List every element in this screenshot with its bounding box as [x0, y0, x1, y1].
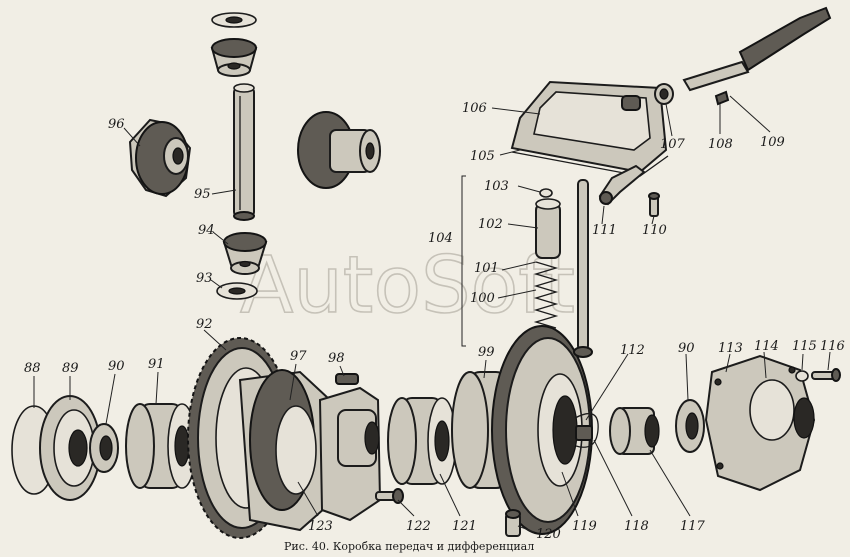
differential-case [238, 369, 336, 532]
callout-93: 93 [196, 271, 213, 286]
callout-119: 119 [572, 519, 597, 534]
top-pinion-gear [210, 12, 258, 77]
callout-92: 92 [196, 317, 213, 332]
callout-115: 115 [792, 339, 817, 354]
lower-pinion-gear [222, 232, 268, 275]
callout-112: 112 [620, 343, 645, 358]
callout-89: 89 [62, 361, 79, 376]
callout-95: 95 [194, 187, 211, 202]
callout-97: 97 [290, 349, 307, 364]
figure-caption: Рис. 40. Коробка передач и дифференциал [284, 540, 534, 553]
left-side-gear [128, 118, 192, 198]
callout-109: 109 [760, 135, 785, 150]
end-cover-114 [704, 354, 816, 492]
right-side-gear [297, 111, 381, 189]
shift-cover-106 [510, 80, 668, 174]
callout-105: 105 [470, 149, 495, 164]
spring-100 [533, 261, 559, 329]
callout-110: 110 [642, 223, 667, 238]
roller-bearing-91 [125, 403, 197, 489]
shift-rod [573, 179, 593, 358]
callout-100: 100 [470, 291, 495, 306]
callout-117: 117 [680, 519, 706, 534]
callout-104: 104 [428, 231, 453, 246]
bracket-104 [461, 175, 466, 347]
thrust-washer [216, 282, 258, 300]
roller-bearing-121 [387, 397, 457, 485]
callout-90-right: 90 [678, 341, 695, 356]
callout-labels: 88 89 90 91 92 93 94 95 96 97 98 99 100 … [24, 101, 845, 542]
callout-122: 122 [406, 519, 431, 534]
callout-107: 107 [660, 137, 686, 152]
callout-94: 94 [198, 223, 215, 238]
retainer-clip-112 [574, 412, 599, 448]
bolt-110 [648, 192, 660, 217]
bolt-122 [375, 488, 404, 504]
bolt-120 [505, 509, 521, 537]
callout-118: 118 [624, 519, 649, 534]
callout-114: 114 [754, 339, 779, 354]
washer-115 [795, 370, 809, 382]
callout-88: 88 [24, 361, 41, 376]
callout-90-left: 90 [108, 359, 125, 374]
callout-113: 113 [718, 341, 743, 356]
callout-106: 106 [462, 101, 487, 116]
callout-96: 96 [108, 117, 125, 132]
callout-111: 111 [592, 223, 617, 238]
callout-99: 99 [478, 345, 495, 360]
ball-103 [539, 188, 553, 198]
callout-116: 116 [820, 339, 845, 354]
key-108 [714, 90, 730, 106]
watermark: AutoSoft [240, 241, 575, 331]
callout-98: 98 [328, 351, 345, 366]
differential-shaft [233, 83, 255, 221]
bearing-cup-89 [39, 395, 101, 501]
callout-120: 120 [536, 527, 561, 542]
gearbox-housing-flange [491, 325, 593, 535]
callout-108: 108 [708, 137, 733, 152]
callout-102: 102 [478, 217, 503, 232]
leader-lines [33, 95, 831, 533]
callout-91: 91 [148, 357, 165, 372]
callout-121: 121 [452, 519, 477, 534]
callout-101: 101 [474, 261, 499, 276]
oil-seal-90-left [89, 423, 119, 473]
shift-lever-111 [598, 164, 646, 206]
shift-lever-handle-109 [682, 6, 832, 92]
sleeve-117 [609, 407, 660, 455]
callout-103: 103 [484, 179, 509, 194]
case-flange [318, 373, 382, 522]
nut-107 [654, 83, 674, 105]
detent-plunger-102 [535, 198, 561, 259]
callout-123: 123 [308, 519, 333, 534]
bolt-116 [811, 368, 841, 382]
oil-seal-90-right [675, 399, 705, 453]
